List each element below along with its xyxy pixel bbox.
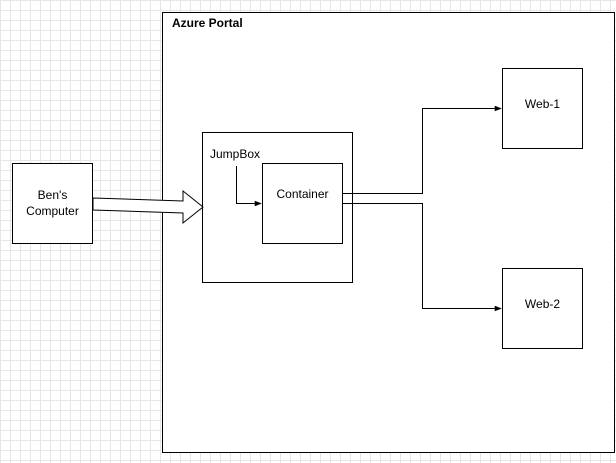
web1-label: Web-1 xyxy=(525,97,560,111)
web1-box[interactable] xyxy=(502,68,583,149)
container-to-web1-connector[interactable] xyxy=(343,105,502,194)
container-node[interactable]: Container xyxy=(262,163,343,244)
bens-computer-label-line1: Ben's xyxy=(38,188,68,202)
bens-computer-box[interactable] xyxy=(12,163,93,244)
container-label: Container xyxy=(276,187,328,201)
jumpbox-to-container-connector[interactable] xyxy=(236,166,262,207)
bens-computer-node[interactable]: Ben's Computer xyxy=(12,163,93,244)
web2-label: Web-2 xyxy=(525,297,560,311)
ssh-block-arrow[interactable] xyxy=(92,189,204,225)
jumpbox-label: JumpBox xyxy=(210,147,260,161)
web2-box[interactable] xyxy=(502,268,583,349)
container-to-web2-connector[interactable] xyxy=(343,203,502,312)
container-box[interactable] xyxy=(262,163,343,244)
bens-computer-label-line2: Computer xyxy=(26,204,79,218)
web2-node[interactable]: Web-2 xyxy=(502,268,583,349)
web1-node[interactable]: Web-1 xyxy=(502,68,583,149)
azure-portal-label: Azure Portal xyxy=(172,16,243,30)
